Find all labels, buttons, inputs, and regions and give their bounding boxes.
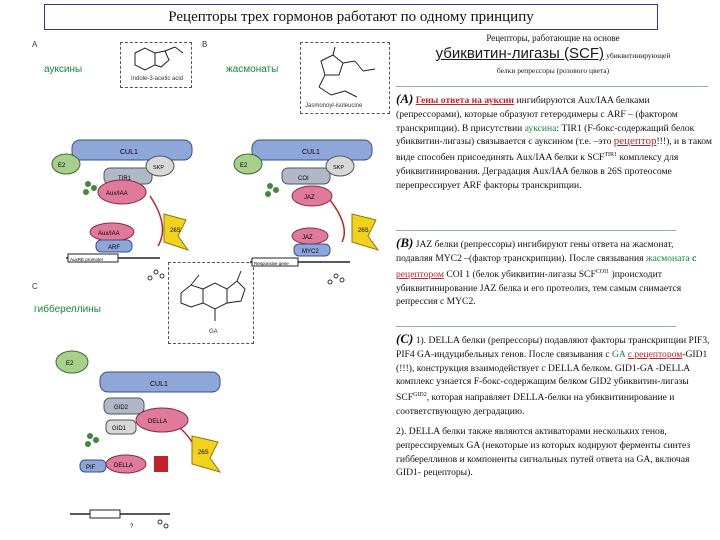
iaa-structure: Indole-3-acetic acid: [120, 42, 192, 88]
header-divider: [396, 86, 708, 87]
arf-text: ARF: [108, 245, 120, 251]
cul1-b-text: CUL1: [302, 149, 320, 156]
section-c-s5: , которая направляет DELLA-белки на убик…: [396, 392, 675, 418]
section-b-divider: [396, 326, 676, 327]
della-top-text: DELLA: [148, 419, 167, 425]
section-a-divider: [396, 230, 676, 231]
section-b-s1: JAZ белки (репрессоры) ингибируют гены о…: [396, 239, 674, 264]
section-a-letter: (A): [396, 91, 414, 106]
aux-iaa-bottom-text: Aux/IAA: [98, 231, 120, 237]
coi-text: COI: [298, 176, 309, 182]
header-big: убиквитин-лигазы (SCF): [435, 45, 604, 62]
figure-panel: A B C ауксины жасмонаты гиббереллины Ind…: [30, 36, 392, 536]
pif-text: PIF: [86, 465, 96, 471]
header-line3: белки репрессоры (розового цвета): [496, 66, 610, 75]
panel-letter-c: C: [32, 282, 38, 291]
gibberellin-promoter-text: ?: [130, 524, 134, 530]
jaz-bottom-text: JAZ: [302, 235, 313, 241]
gid1-text: GID1: [112, 426, 127, 432]
section-a-s5: рецептор: [613, 135, 657, 148]
auxin-label: ауксины: [44, 64, 83, 75]
section-a-s6: !!!), и в таком виде способен присоединя…: [396, 136, 712, 164]
section-b-s4: рецептором: [396, 268, 444, 280]
s26-b-text: 26S: [358, 228, 369, 234]
s26-a-text: 26S: [170, 228, 181, 234]
jasmonate-label: жасмонаты: [226, 64, 279, 75]
della-bottom-text: DELLA: [114, 463, 133, 469]
myc2-text: MYC2: [302, 249, 319, 255]
panel-letter-a: A: [32, 40, 38, 49]
skp-a-text: SKP: [153, 165, 164, 171]
section-b-s3: с: [692, 252, 697, 264]
section-c-p2: 2). DELLA белки также являются активатор…: [396, 425, 691, 479]
gibberellin-label: гиббереллины: [34, 304, 101, 315]
iaa-structure-drawing: [134, 46, 184, 71]
panel-a-complex: CUL1 E2 TIR1 SKP Aux/IAA 26S Aux/IAA ARF…: [51, 139, 193, 281]
section-b: (B) JAZ белки (репрессоры) ингибируют ге…: [396, 236, 712, 309]
receptors-header: Рецепторы, работающие на основе убиквити…: [400, 32, 706, 77]
skp-b-text: SKP: [333, 165, 344, 171]
ja-structure-label: Jasmonoyl-isoleucine: [305, 103, 363, 109]
section-a-s7: комплексу для убиквитинирования. Деграда…: [396, 152, 679, 191]
e2-b-text: E2: [240, 163, 248, 169]
ga-structure: GA: [168, 262, 254, 344]
header-line1: Рецепторы, работающие на основе: [486, 33, 620, 43]
ja-structure: Jasmonoyl-isoleucine: [300, 42, 390, 114]
section-c-s3: с рецептором: [627, 348, 683, 360]
section-a-s3: ауксина: [524, 122, 557, 134]
section-c-s1: 1). DELLA белки (репрессоры) подавляют ф…: [396, 335, 710, 360]
panel-letter-b: B: [202, 40, 208, 49]
ja-structure-drawing: [318, 46, 376, 98]
e2-a-text: E2: [58, 163, 66, 169]
section-a-s1: Гены ответа на ауксин: [415, 95, 515, 106]
s26-c-text: 26S: [198, 450, 209, 456]
tir1-text: TIR1: [118, 176, 132, 182]
section-a-s4: : TIR1 (F-бокс-содержащий белок убиквити…: [396, 122, 695, 148]
jasmonate-promoter-text: Responsive gene: [254, 261, 289, 266]
description-column: Рецепторы, работающие на основе убиквити…: [392, 30, 714, 538]
signaling-diagram: CUL1 E2 TIR1 SKP Aux/IAA 26S Aux/IAA ARF…: [51, 139, 380, 530]
panel-b-complex: CUL1 E2 COI SKP JAZ 26S JAZ MYC2 Respons…: [233, 139, 380, 285]
header-side: убиквитинирующей: [606, 51, 671, 60]
section-a-s6sup: TIR1: [604, 152, 618, 159]
section-b-s5sup: COI1: [595, 268, 610, 275]
section-b-s6: )происходит убиквитинирование JAZ белка …: [396, 268, 682, 308]
cul1-a-text: CUL1: [120, 149, 138, 156]
e2-c-text: E2: [66, 361, 74, 367]
section-b-letter: (B): [396, 235, 414, 250]
slide-title-box: Рецепторы трех гормонов работают по одно…: [44, 4, 658, 30]
section-c: (C) 1). DELLA белки (репрессоры) подавля…: [396, 332, 712, 480]
ga-structure-drawing: [180, 270, 246, 321]
section-a: (A) Гены ответа на ауксин ингибируются A…: [396, 92, 712, 193]
auxre-promoter-text: AuxRE promoter: [70, 257, 104, 262]
aux-iaa-top-text: Aux/IAA: [106, 191, 128, 197]
slide-title: Рецепторы трех гормонов работают по одно…: [168, 9, 534, 25]
jaz-top-text: JAZ: [304, 195, 315, 201]
section-a-s2: ингибируются Aux/IAA белками (репрессора…: [396, 95, 678, 134]
ga-structure-label: GA: [209, 329, 218, 335]
section-c-s4sup: GID2: [413, 392, 427, 399]
gid2-text: GID2: [114, 405, 129, 411]
cul1-c-text: CUL1: [150, 381, 168, 388]
section-c-letter: (C): [396, 331, 414, 346]
iaa-structure-label: Indole-3-acetic acid: [131, 76, 184, 82]
panel-c-complex: CUL1 E2 GID2 DELLA GID1 26S DELLA PIF ?: [55, 350, 222, 530]
section-b-s5: COI 1 (белок убиквитин-лигазы SCF: [446, 268, 596, 280]
section-b-s2: жасмоната: [645, 252, 690, 264]
section-c-s4: -GID1 (!!!), конструкция взаимодействует…: [396, 348, 708, 404]
section-c-s2: GA: [611, 348, 626, 360]
